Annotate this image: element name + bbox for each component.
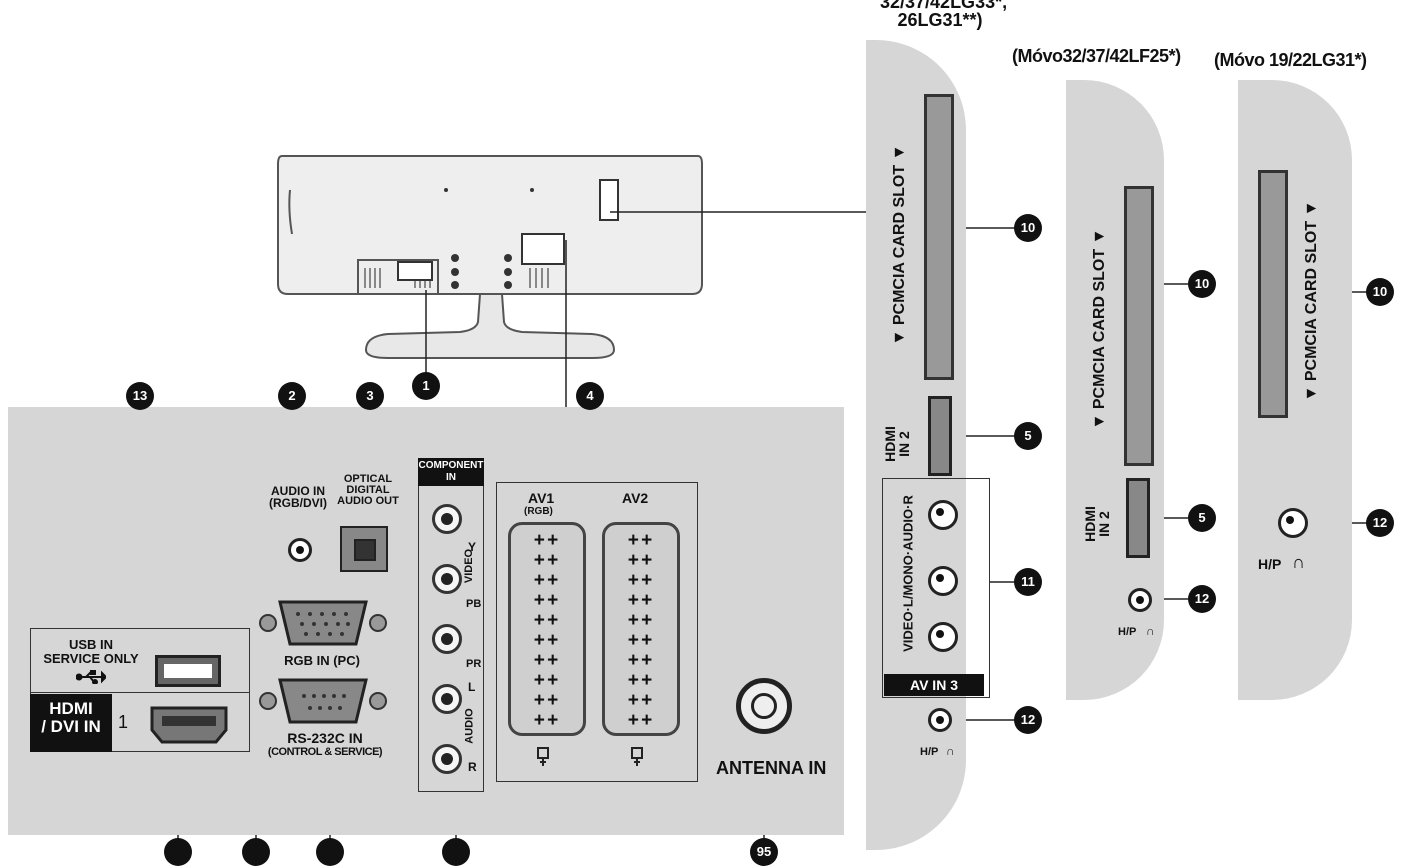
callout-10-panel2: 10	[1188, 270, 1216, 298]
av-in3-audio-l-jack	[928, 566, 958, 596]
callout-12-panel2: 12	[1188, 585, 1216, 613]
hdmi-in2-label-2: HDMI IN 2	[1082, 506, 1112, 542]
callout-95: 95	[750, 838, 778, 866]
rs232-label: RS-232C IN	[287, 730, 363, 746]
pcmcia-slot-3	[1258, 170, 1288, 418]
callout-10-panel1: 10	[1014, 214, 1042, 242]
component-pr-label: PR	[466, 658, 482, 670]
callout-5-panel2: 5	[1188, 504, 1216, 532]
headphone-icon: ∩	[946, 744, 955, 758]
callout-3: 3	[356, 382, 384, 410]
av2-scart-port: ++++++++++++++++++++	[602, 522, 680, 736]
rs232-sub-label: (CONTROL & SERVICE)	[267, 746, 383, 758]
hp-label-1: H/P	[920, 746, 939, 758]
av-in3-video-jack	[928, 622, 958, 652]
hdmi-1-port	[150, 706, 228, 749]
callout-4: 4	[576, 382, 604, 410]
hp-jack-1	[928, 708, 952, 732]
hdmi-in2-port-1	[928, 396, 952, 476]
model-text-right: (Móvo 19/22LG31*)	[1214, 50, 1367, 70]
callout-dot-rs232	[316, 838, 344, 866]
hdmi-in2-port-2	[1126, 478, 1150, 558]
av-in3-label: AV IN 3	[884, 674, 984, 696]
callout-13: 13	[126, 382, 154, 410]
component-l-label: L	[468, 680, 476, 694]
av2-label: AV2	[622, 490, 649, 506]
side-panel-3	[1238, 80, 1352, 700]
model-text-line2: 26LG31**)	[897, 10, 983, 30]
hp-jack-2	[1128, 588, 1152, 612]
antenna-in-label: ANTENNA IN	[716, 758, 827, 778]
callout-dot-rgb	[242, 838, 270, 866]
usb-hdmi-divider	[30, 692, 250, 693]
av-in3-vertical-label: VIDEO·L/MONO·AUDIO·R	[900, 495, 916, 652]
component-pb-label: PB	[466, 598, 482, 610]
hp-label-3: H/P	[1258, 556, 1282, 572]
headphone-icon: ∩	[1146, 624, 1155, 638]
headphone-icon: ∩	[1292, 552, 1305, 572]
component-y-jack	[432, 504, 462, 534]
rgb-in-label: RGB IN (PC)	[284, 653, 360, 668]
usb-in-label: USB IN SERVICE ONLY	[43, 637, 139, 666]
callout-5-panel1: 5	[1014, 422, 1042, 450]
hp-jack-3	[1278, 508, 1308, 538]
rs232-port	[258, 676, 388, 731]
av1-label: AV1	[528, 490, 555, 506]
audio-in-label: AUDIO IN (RGB/DVI)	[269, 484, 327, 510]
callout-dot-hdmi	[164, 838, 192, 866]
usb-icon	[75, 669, 108, 689]
callout-11: 11	[1014, 568, 1042, 596]
rgb-in-port	[258, 598, 388, 653]
av-in3-audio-r-jack	[928, 500, 958, 530]
pcmcia-label-3: ▼ PCMCIA CARD SLOT ▼	[1303, 200, 1320, 402]
hdmi-dvi-label: HDMI / DVI IN	[41, 699, 101, 736]
component-in-label-box	[418, 458, 484, 486]
component-audio-l-jack	[432, 684, 462, 714]
usb-hdmi-block	[30, 628, 250, 752]
pcmcia-slot-1	[924, 94, 954, 380]
antenna-port	[736, 678, 792, 734]
hdmi-in2-label-1: HDMI IN 2	[882, 426, 912, 462]
pcmcia-slot-2	[1124, 186, 1154, 466]
callout-2: 2	[278, 382, 306, 410]
optical-out-label: OPTICAL DIGITAL AUDIO OUT	[337, 473, 399, 507]
pcmcia-label-1: ▼ PCMCIA CARD SLOT ▼	[891, 144, 908, 346]
tv-back-illustration	[277, 155, 703, 359]
audio-in-jack	[288, 538, 312, 562]
hdmi-dvi-label-box	[30, 694, 112, 752]
callout-12-panel3: 12	[1366, 509, 1394, 537]
component-r-label: R	[468, 760, 477, 774]
scart-ground-icon	[630, 746, 644, 773]
optical-port	[340, 526, 388, 572]
component-pr-jack	[432, 624, 462, 654]
component-audio-r-jack	[432, 744, 462, 774]
av-in3-block	[882, 478, 990, 698]
usb-port	[155, 655, 221, 687]
callout-dot-component	[442, 838, 470, 866]
callout-12-panel1: 12	[1014, 706, 1042, 734]
model-text-mid: (Móvo32/37/42LF25*)	[1012, 46, 1181, 66]
scart-ground-icon	[536, 746, 550, 773]
component-in-label: COMPONENT IN	[418, 460, 484, 483]
component-video-label: VIDEO	[463, 548, 476, 584]
hdmi-port-number: 1	[118, 712, 129, 732]
component-audio-label: AUDIO	[463, 708, 476, 744]
av1-scart-port: ++++++++++++++++++++	[508, 522, 586, 736]
callout-10-panel3: 10	[1366, 278, 1394, 306]
av1-sub-label: (RGB)	[524, 506, 553, 517]
callout-1: 1	[412, 372, 440, 400]
scart-block	[496, 482, 698, 782]
hp-label-2: H/P	[1118, 626, 1137, 638]
model-text-line1: 32/37/42LG33*,	[880, 0, 1008, 12]
pcmcia-label-2: ▼ PCMCIA CARD SLOT ▼	[1091, 228, 1108, 430]
component-pb-jack	[432, 564, 462, 594]
component-y-label: Y	[468, 540, 477, 554]
